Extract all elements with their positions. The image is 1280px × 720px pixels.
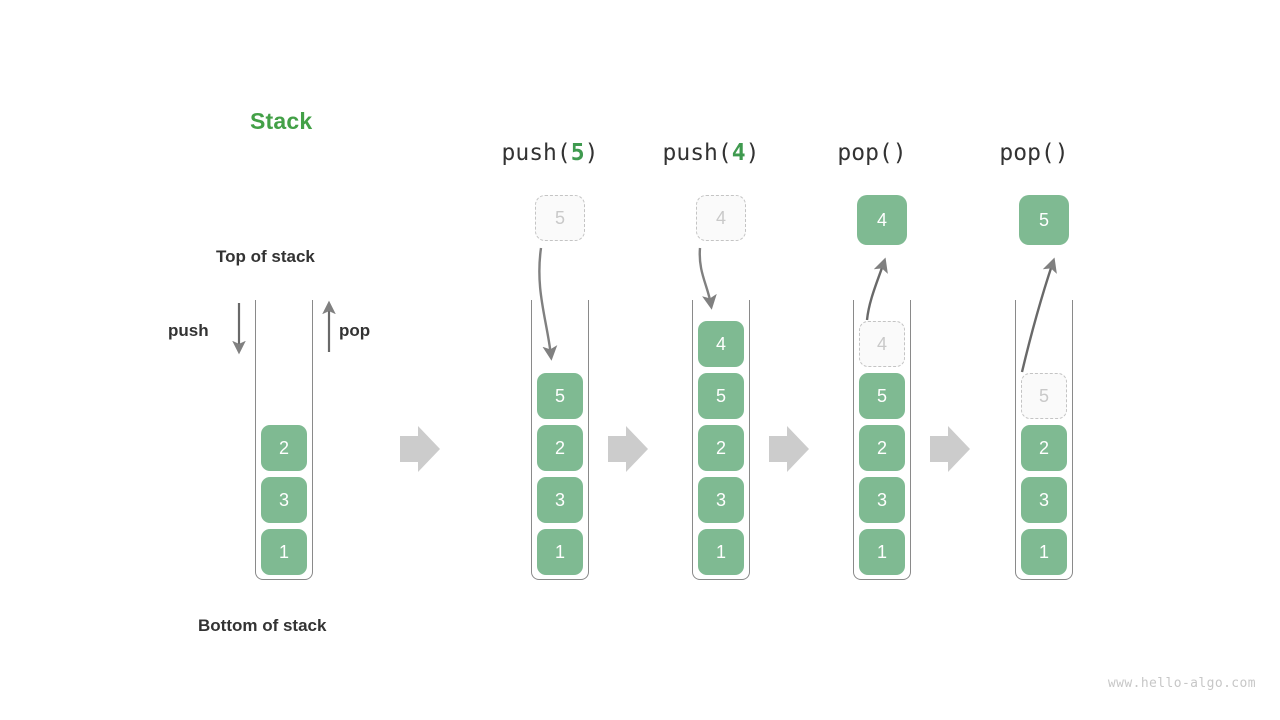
stack-column-initial: 2 3 1 [174, 0, 374, 720]
header-arg: 5 [570, 140, 585, 166]
stack-cell: 3 [537, 477, 583, 523]
stack-cell: 3 [1021, 477, 1067, 523]
stack-cell: 1 [537, 529, 583, 575]
transition-arrow [400, 426, 440, 472]
label-pop: pop [339, 321, 371, 340]
stack-container [255, 300, 313, 580]
stack-cell: 2 [859, 425, 905, 471]
header-suffix: ) [745, 140, 760, 166]
header-prefix: pop( [999, 140, 1055, 166]
stack-column-push-4: push(4) 4 4 5 2 3 1 [611, 0, 811, 720]
stack-cell: 2 [261, 425, 307, 471]
stack-cell: 3 [698, 477, 744, 523]
stack-cell: 2 [1021, 425, 1067, 471]
column-header-pop-1: pop() [772, 140, 972, 166]
column-header-push-5: push(5) [450, 140, 650, 166]
vacated-ghost-cell: 5 [1021, 373, 1067, 419]
stack-container [1015, 300, 1073, 580]
stack-cell: 1 [859, 529, 905, 575]
label-push: push [168, 321, 209, 340]
watermark: www.hello-algo.com [1107, 676, 1256, 691]
vacated-ghost-cell: 4 [859, 321, 905, 367]
stack-cell: 5 [698, 373, 744, 419]
incoming-ghost-cell: 5 [535, 195, 585, 241]
header-suffix: ) [1054, 140, 1069, 166]
header-prefix: pop( [837, 140, 893, 166]
stack-container [531, 300, 589, 580]
label-top-of-stack: Top of stack [216, 247, 315, 266]
incoming-ghost-cell: 4 [696, 195, 746, 241]
column-header-push-4: push(4) [611, 140, 811, 166]
label-bottom-of-stack: Bottom of stack [198, 616, 327, 635]
header-suffix: ) [892, 140, 907, 166]
stack-cell: 5 [537, 373, 583, 419]
page-title: Stack [250, 108, 313, 134]
stack-container [692, 300, 750, 580]
header-prefix: push( [662, 140, 732, 166]
stack-cell: 1 [1021, 529, 1067, 575]
stack-container [853, 300, 911, 580]
header-arg: 4 [731, 140, 746, 166]
stack-column-push-5: push(5) 5 5 2 3 1 [450, 0, 650, 720]
stack-cell: 3 [859, 477, 905, 523]
stack-cell: 5 [859, 373, 905, 419]
stack-cell: 2 [537, 425, 583, 471]
stack-cell: 1 [261, 529, 307, 575]
stack-column-pop-2: pop() 5 5 2 3 1 [934, 0, 1134, 720]
stack-column-pop-1: pop() 4 4 5 2 3 1 [772, 0, 972, 720]
stack-cell: 4 [698, 321, 744, 367]
header-suffix: ) [584, 140, 599, 166]
popped-cell: 5 [1019, 195, 1069, 245]
stack-cell: 3 [261, 477, 307, 523]
header-prefix: push( [501, 140, 571, 166]
column-header-pop-2: pop() [934, 140, 1134, 166]
popped-cell: 4 [857, 195, 907, 245]
stack-cell: 1 [698, 529, 744, 575]
stack-cell: 2 [698, 425, 744, 471]
